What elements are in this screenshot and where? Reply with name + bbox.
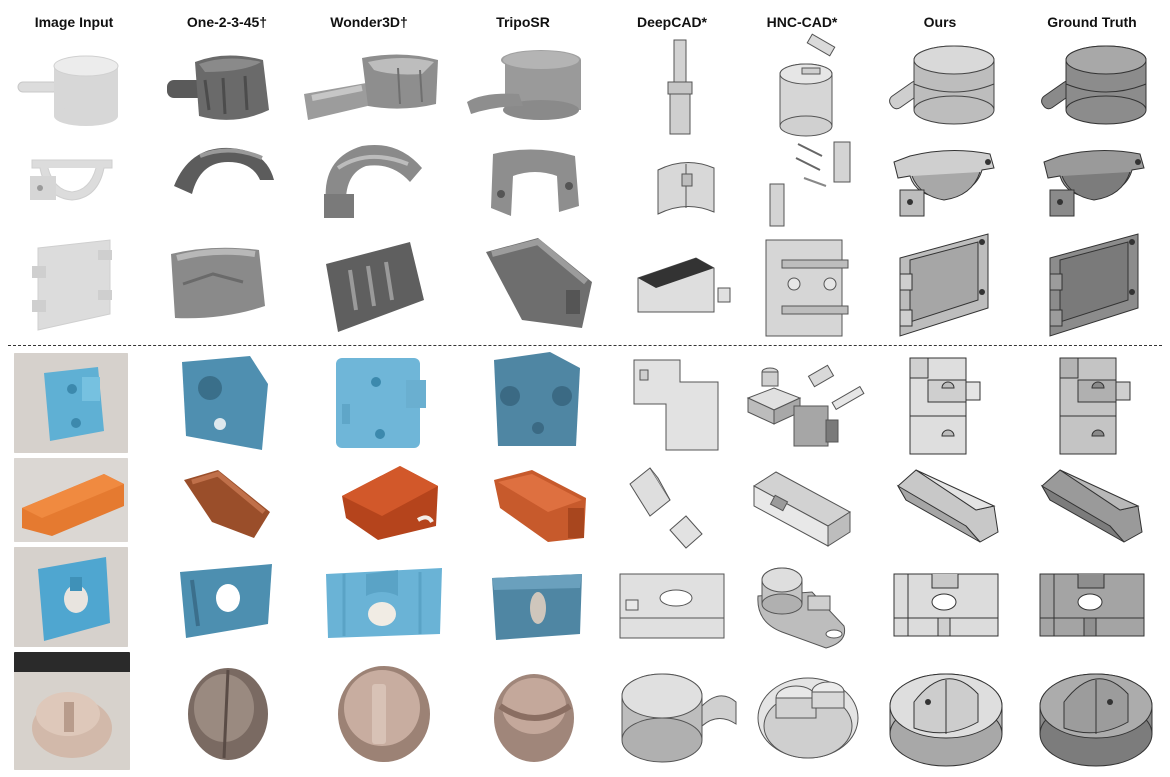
r7-ours-cad — [886, 662, 1006, 772]
r5-triposr-mesh — [492, 468, 592, 544]
r3-gt-cad — [1046, 230, 1142, 342]
column-title-deepcad: DeepCAD* — [636, 14, 708, 30]
r6-hnccad-cad — [752, 562, 852, 652]
r5-hnccad-cad — [748, 466, 854, 550]
r1-one2345-mesh — [165, 50, 285, 130]
r6-deepcad-cad — [618, 572, 728, 642]
r6-triposr-mesh — [488, 570, 586, 642]
r7-wonder3d-mesh — [334, 662, 434, 766]
r4-gt-cad — [1056, 356, 1136, 456]
r6-gt-cad — [1038, 572, 1146, 640]
r7-deepcad-cad — [616, 666, 740, 766]
column-title-ours: Ours — [923, 14, 957, 30]
r1-wonder3d-mesh — [302, 48, 442, 128]
r7-one2345-mesh — [184, 664, 272, 764]
r1-ours-cad — [882, 44, 1002, 130]
r6-wonder3d-mesh — [324, 566, 444, 642]
column-title-triposr: TripoSR — [496, 14, 550, 30]
r5-ours-cad — [896, 466, 1002, 546]
r1-triposr-mesh — [465, 48, 585, 128]
r2-ours-cad — [890, 146, 1000, 226]
r2-triposr-mesh — [485, 146, 585, 222]
r4-deepcad-cad — [630, 358, 726, 454]
r6-input-photo — [14, 547, 128, 647]
column-title-ground-truth: Ground Truth — [1047, 14, 1137, 30]
column-title-one2345: One-2-3-45† — [186, 14, 268, 30]
column-header-row: Image Input One-2-3-45† Wonder3D† TripoS… — [0, 14, 1170, 36]
r4-ours-cad — [906, 356, 986, 456]
r2-gt-cad — [1040, 146, 1150, 226]
r5-gt-cad — [1040, 466, 1146, 546]
r7-triposr-mesh — [490, 666, 578, 766]
r2-deepcad-cad — [652, 150, 722, 220]
synthetic-real-separator — [8, 345, 1162, 346]
r3-hnccad-cad — [764, 238, 860, 338]
r3-input-render — [28, 238, 118, 334]
r7-gt-cad — [1036, 662, 1156, 772]
column-title-image-input: Image Input — [34, 14, 114, 30]
r1-deepcad-cad — [662, 38, 702, 138]
r3-wonder3d-mesh — [320, 240, 430, 336]
r4-hnccad-cad — [744, 364, 872, 454]
r4-triposr-mesh — [488, 350, 584, 454]
column-title-hnccad: HNC-CAD* — [766, 14, 838, 30]
r1-hnccad-cad — [772, 33, 842, 138]
r4-input-photo — [14, 353, 128, 453]
r2-one2345-mesh — [170, 140, 280, 200]
r5-deepcad-cad — [624, 464, 720, 554]
r3-deepcad-cad — [634, 254, 744, 324]
r1-gt-cad — [1034, 44, 1154, 130]
r5-wonder3d-mesh — [340, 462, 440, 542]
r6-ours-cad — [892, 572, 1000, 640]
r2-input-render — [28, 146, 118, 216]
r4-wonder3d-mesh — [332, 354, 432, 454]
r3-triposr-mesh — [478, 236, 598, 332]
r5-input-photo — [14, 458, 128, 542]
r4-one2345-mesh — [176, 354, 272, 454]
r1-input-render — [14, 52, 124, 132]
r2-hnccad-cad — [768, 138, 858, 228]
column-title-wonder3d: Wonder3D† — [330, 14, 408, 30]
r6-one2345-mesh — [176, 562, 276, 640]
r3-one2345-mesh — [163, 244, 273, 328]
r5-one2345-mesh — [180, 466, 276, 542]
r7-input-photo — [14, 652, 130, 770]
r2-wonder3d-mesh — [318, 138, 428, 224]
r7-hnccad-cad — [754, 668, 864, 768]
r3-ours-cad — [896, 230, 992, 342]
